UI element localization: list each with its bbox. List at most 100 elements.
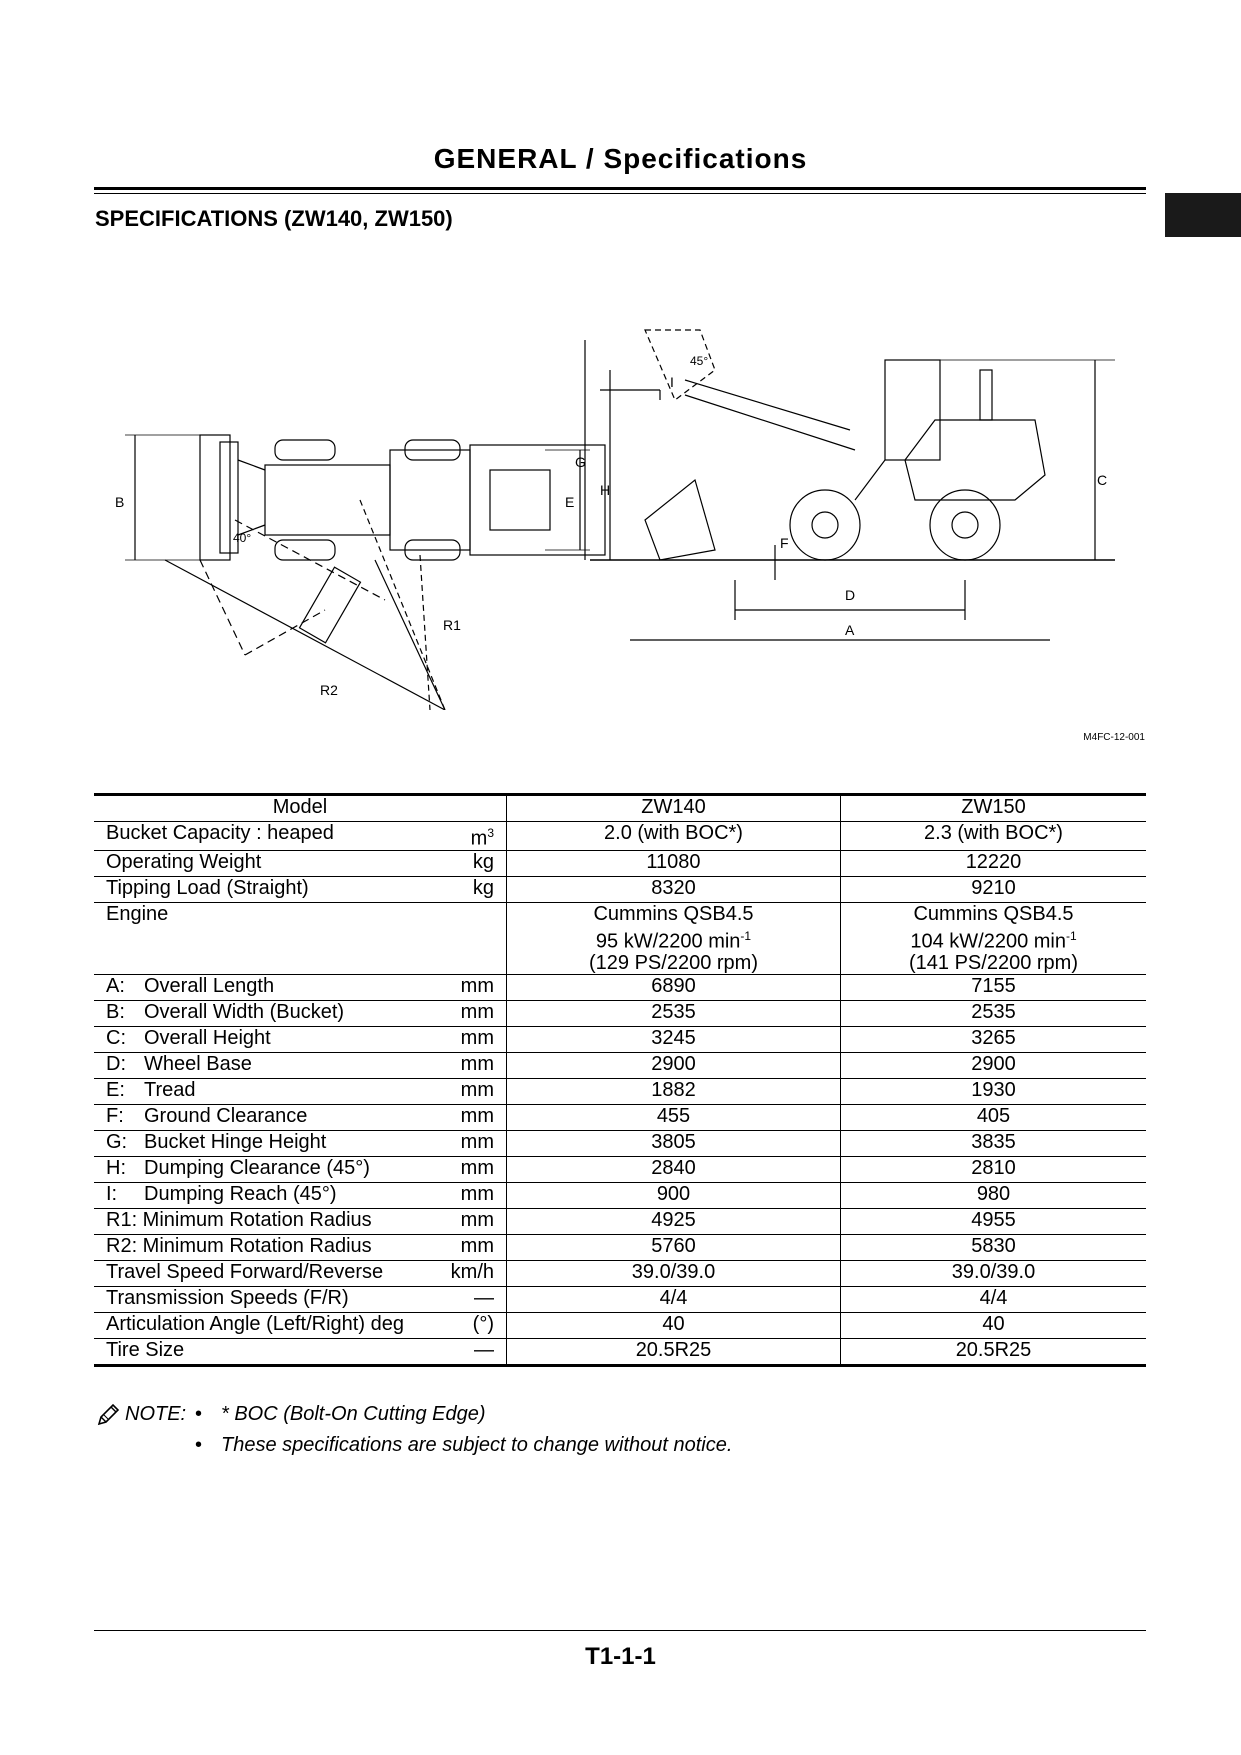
row-label-text: Dumping Reach (45°): [144, 1183, 337, 1206]
dim-label-angle-45: 45°: [690, 354, 708, 368]
row-label-text: Tread: [144, 1079, 196, 1102]
value-zw150: 40: [840, 1312, 1146, 1340]
value-zw150: 7155: [840, 974, 1146, 1002]
engine-power-superscript: -1: [1065, 928, 1077, 943]
row-label-text: Bucket Capacity : heaped: [106, 822, 334, 844]
row-label-text: Transmission Speeds (F/R): [106, 1287, 349, 1310]
value-zw140: 3805: [506, 1130, 841, 1158]
figure-code: M4FC-12-001: [1083, 732, 1145, 743]
value-zw140: 2840: [506, 1156, 841, 1184]
note-row-1: NOTE: • * BOC (Bolt-On Cutting Edge): [95, 1399, 732, 1430]
unit-text: kg: [472, 876, 494, 899]
value-zw140: 4925: [506, 1208, 841, 1236]
table-header-row: Model ZW140 ZW150: [94, 793, 1146, 822]
row-unit: mm: [443, 1078, 507, 1106]
dimension-code: D:: [106, 1053, 126, 1076]
note-item-2: These specifications are subject to chan…: [221, 1434, 733, 1456]
dim-label-h: H: [600, 482, 610, 498]
dimension-code: C:: [106, 1027, 126, 1050]
note-label: NOTE:: [125, 1403, 187, 1425]
row-label-text: Overall Length: [144, 975, 275, 998]
row-label-text: Ground Clearance: [144, 1105, 308, 1128]
dimension-code: G:: [106, 1131, 128, 1154]
dim-label-b: B: [115, 494, 124, 510]
section-tab-marker: [1165, 193, 1241, 237]
row-label-text: Operating Weight: [106, 850, 262, 873]
row-label-text: Articulation Angle (Left/Right) deg: [106, 1313, 404, 1336]
engine-power-kw-text: 104 kW/2200 min: [910, 930, 1066, 953]
row-unit: —: [443, 1338, 507, 1368]
engine-power-ps: (129 PS/2200 rpm): [589, 952, 758, 975]
row-label-text: Overall Height: [144, 1027, 271, 1050]
dimension-code: B:: [106, 1001, 125, 1024]
unit-text: mm: [460, 1209, 494, 1232]
row-label: C: Overall Height: [94, 1026, 443, 1054]
value-zw150: 1930: [840, 1078, 1146, 1106]
row-label: G: Bucket Hinge Height: [94, 1130, 443, 1158]
value-zw150: 2900: [840, 1052, 1146, 1080]
header-model: Model: [94, 793, 507, 822]
value-zw150: 5830: [840, 1234, 1146, 1262]
row-label: Operating Weight: [94, 850, 443, 877]
dim-label-angle-40: 40°: [233, 531, 251, 545]
value-zw140: 6890: [506, 974, 841, 1002]
value-zw140: 2535: [506, 1000, 841, 1028]
row-label: Travel Speed Forward/Reverse: [94, 1260, 443, 1288]
dim-label-r2: R2: [320, 682, 338, 698]
table-row: Articulation Angle (Left/Right) deg (°) 40…: [94, 1312, 1146, 1340]
value-zw140: 40: [506, 1312, 841, 1340]
row-label: D:Wheel Base: [94, 1052, 443, 1080]
pencil-note-icon: [97, 1403, 120, 1425]
row-label: E:Tread: [94, 1078, 443, 1106]
row-label: Bucket Capacity : heaped: [94, 821, 443, 851]
value-zw150: 4/4: [840, 1286, 1146, 1314]
row-label: I:Dumping Reach (45°): [94, 1182, 443, 1210]
value-zw150: 20.5R25: [840, 1338, 1146, 1368]
row-label-text: Dumping Clearance (45°): [144, 1157, 370, 1180]
row-unit: mm: [443, 1052, 507, 1080]
value-zw140: 1882: [506, 1078, 841, 1106]
page-title: GENERAL / Specifications: [433, 143, 808, 174]
engine-power-kw: 95 kW/2200 min-1: [507, 925, 840, 953]
row-label-text: Tire Size: [106, 1339, 185, 1362]
value-zw140: 455: [506, 1104, 841, 1132]
note-row-2: • These specifications are subject to ch…: [95, 1430, 732, 1461]
row-unit: kg: [443, 850, 507, 877]
row-label-text: Overall Width (Bucket): [144, 1001, 345, 1024]
unit-text: m: [470, 827, 488, 850]
row-unit: [443, 902, 507, 976]
row-label: Articulation Angle (Left/Right) deg: [94, 1312, 443, 1340]
header-zw140: ZW140: [506, 793, 841, 822]
value-zw150: 2535: [840, 1000, 1146, 1028]
value-zw140: 8320: [506, 876, 841, 903]
row-unit: mm: [443, 1156, 507, 1184]
dim-label-e: E: [565, 494, 574, 510]
unit-text: mm: [460, 1131, 494, 1154]
bullet: •: [195, 1403, 203, 1425]
value-zw150: 3835: [840, 1130, 1146, 1158]
row-unit: mm: [443, 974, 507, 1002]
side-view-drawing: [584, 329, 1115, 641]
row-label-text: Bucket Hinge Height: [144, 1131, 327, 1154]
unit-text: mm: [460, 1235, 494, 1258]
unit-text: (°): [472, 1313, 494, 1336]
unit-text: mm: [460, 1027, 494, 1050]
value-zw150: 2810: [840, 1156, 1146, 1184]
row-label: Transmission Speeds (F/R): [94, 1286, 443, 1314]
engine-power-ps: (141 PS/2200 rpm): [909, 952, 1078, 975]
row-unit: mm: [443, 1208, 507, 1236]
unit-text: mm: [460, 1183, 494, 1206]
unit-superscript: 3: [487, 826, 494, 840]
specifications-table: Model ZW140 ZW150 Bucket Capacity : heap…: [94, 793, 1146, 1368]
note-block: NOTE: • * BOC (Bolt-On Cutting Edge) • T…: [95, 1399, 732, 1461]
row-label-text: Travel Speed Forward/Reverse: [106, 1261, 384, 1284]
unit-text: mm: [460, 1001, 494, 1024]
